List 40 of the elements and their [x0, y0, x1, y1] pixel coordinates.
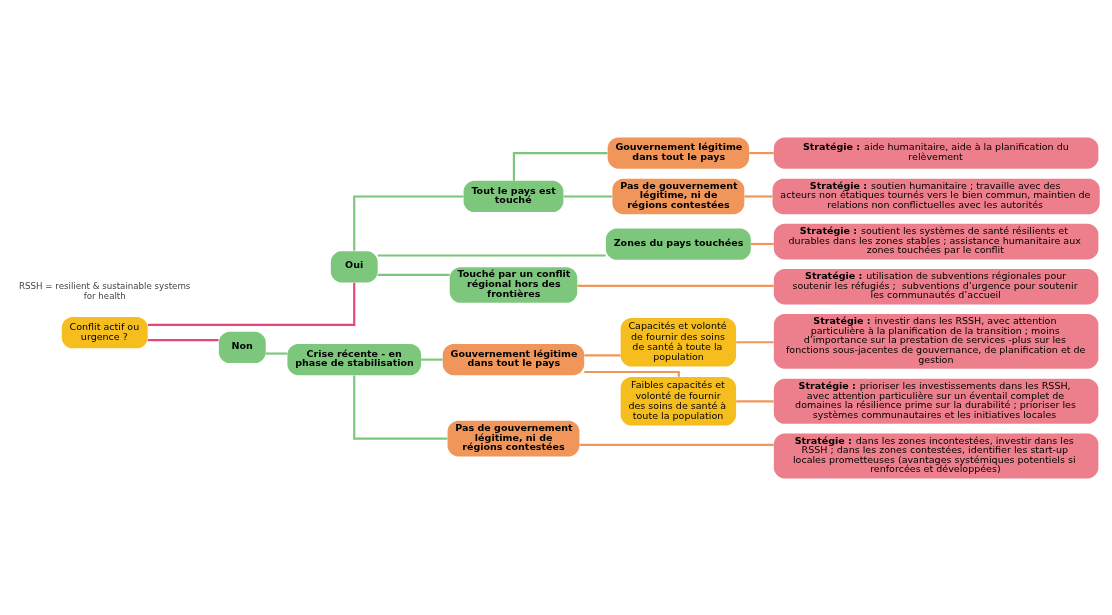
- node-box: Zones du pays touchées: [605, 228, 751, 260]
- node-box: Pas de gouvernement légitime, ni de régions contestées: [612, 178, 745, 214]
- connector: [736, 340, 774, 343]
- connector: [744, 194, 773, 198]
- node-box: Stratégie : soutien humanitaire ; travaille avec des acteurs non étatiques tournés vers le bien commun, maintien de relations non conflictuelles avec les autorités: [772, 178, 1100, 214]
- connector: [512, 151, 608, 181]
- connector: [563, 194, 613, 198]
- node-box: Gouvernement légitime dans tout le pays: [442, 343, 585, 375]
- connector: [750, 242, 774, 245]
- node-box: Gouvernement légitime dans tout le pays: [607, 136, 750, 169]
- node-box: Pas de gouvernement légitime, ni de régions contestées: [447, 420, 580, 456]
- connector: [749, 151, 774, 154]
- node-box: Stratégie : dans les zones incontestées, investir dans les RSSH ; dans les zones contestées, identifier les start-up locales prometteuses (avantages systémiques potentiels si renforcées et développées): [773, 432, 1099, 479]
- connector: [377, 273, 450, 276]
- connector: [584, 370, 680, 377]
- node-box: Stratégie : utilisation de subventions régionales pour soutenir les réfugiés ; subventions d’urgence pour soutenir les communautés d’accueil: [773, 268, 1099, 305]
- node-box: Stratégie : soutient les systèmes de santé résilients et durables dans les zones stables ; assistance humanitaire aux zones touchées par le conflit: [773, 223, 1099, 259]
- node-box: Oui: [330, 250, 378, 282]
- connector: [353, 375, 448, 440]
- node-box: Stratégie : investir dans les RSSH, avec attention particulière à la planification de la transition ; moins d’importance sur la prestation de services -plus sur les fonctions sous-jacentes de gouvernance, de planification et de gestion: [773, 313, 1099, 369]
- node-box: Capacités et volonté de fournir des soins de santé à toute la population: [620, 317, 737, 367]
- connector: [147, 282, 356, 326]
- connector: [421, 358, 443, 361]
- node-box: Crise récente - en phase de stabilisation: [287, 343, 422, 375]
- label: RSSH = resilient & sustainable systems for health: [19, 280, 191, 301]
- node-box: Non: [218, 331, 266, 363]
- connector: [147, 338, 219, 341]
- connector: [577, 284, 774, 287]
- connector: [377, 253, 606, 257]
- node-box: Faibles capacités et volonté de fournir des soins de santé à toute la population: [620, 376, 737, 426]
- node-box: Stratégie : aide humanitaire, aide à la planification du relèvement: [773, 136, 1099, 169]
- connector: [579, 443, 774, 446]
- node-box: Touché par un conflit régional hors des frontières: [449, 266, 578, 303]
- connector: [584, 353, 621, 356]
- connector: [265, 351, 288, 355]
- connector: [353, 194, 464, 251]
- connector: [736, 399, 774, 402]
- node-box: Conflit actif ou urgence ?: [61, 316, 148, 348]
- node-box: Tout le pays est touché: [463, 180, 564, 212]
- node-box: Stratégie : prioriser les investissements dans les RSSH, avec attention particulière sur un éventail complet de domaines la résilience prime sur la durabilité ; prioriser les systèmes communautaires et les initiatives locales: [773, 378, 1099, 424]
